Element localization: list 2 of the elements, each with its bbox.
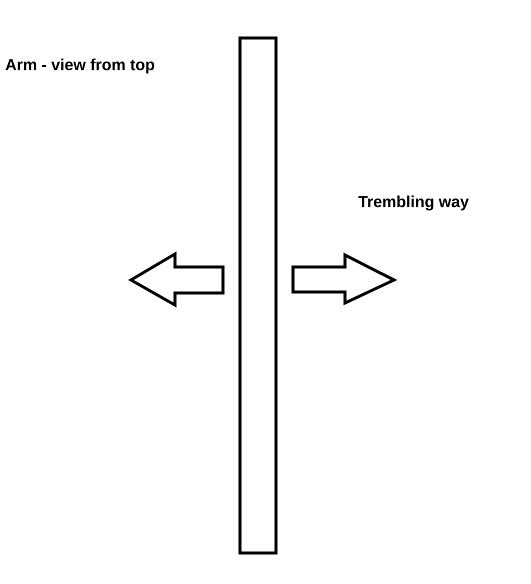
label: Trembling way xyxy=(358,196,469,210)
label: Arm - view from top xyxy=(6,58,154,74)
